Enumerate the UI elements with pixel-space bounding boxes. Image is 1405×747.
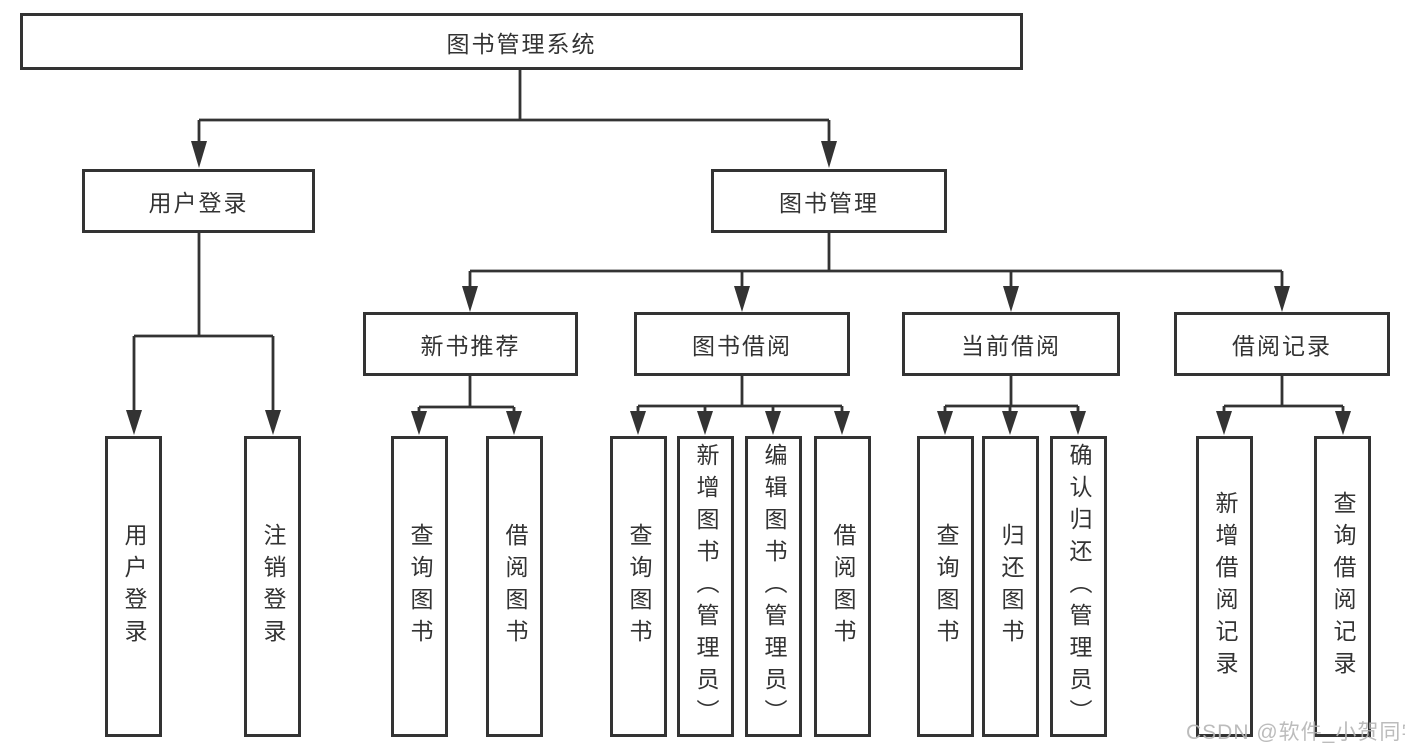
arrow-icon	[126, 410, 142, 435]
leaf-newbooks-borrow-books: 借阅图书	[486, 436, 543, 737]
node-user-login: 用户登录	[82, 169, 315, 233]
node-label: 新增借阅记录	[1212, 490, 1238, 683]
node-label: 图书借阅	[692, 333, 792, 359]
node-label: 新增图书（管理员）	[693, 442, 719, 731]
node-label: 查询图书	[407, 522, 433, 651]
arrow-icon	[1003, 286, 1019, 312]
arrow-icon	[265, 410, 281, 435]
arrow-icon	[1002, 411, 1018, 435]
node-borrow-records: 借阅记录	[1174, 312, 1390, 376]
leaf-borrow-borrow-books: 借阅图书	[814, 436, 871, 737]
arrow-icon	[697, 411, 713, 435]
node-label: 查询图书	[933, 522, 959, 651]
arrow-icon	[462, 286, 478, 312]
leaf-newbooks-query-books: 查询图书	[391, 436, 448, 737]
leaf-user-login: 用户登录	[105, 436, 162, 737]
arrow-icon	[411, 411, 427, 435]
arrow-icon	[1216, 411, 1232, 435]
arrow-icon	[821, 141, 837, 168]
arrow-icon	[834, 411, 850, 435]
arrow-icon	[506, 411, 522, 435]
node-label: 用户登录	[121, 522, 147, 651]
node-label: 注销登录	[260, 522, 286, 651]
leaf-borrow-query-books: 查询图书	[610, 436, 667, 737]
node-label: 归还图书	[998, 522, 1024, 651]
leaf-borrow-edit-books-admin: 编辑图书（管理员）	[745, 436, 802, 737]
node-book-borrow: 图书借阅	[634, 312, 850, 376]
node-book-management: 图书管理	[711, 169, 947, 233]
arrow-icon	[1070, 411, 1086, 435]
node-label: 图书管理	[779, 190, 879, 216]
arrow-icon	[191, 141, 207, 168]
arrow-icon	[630, 411, 646, 435]
node-label: 查询图书	[626, 522, 652, 651]
leaf-records-query-borrow-record: 查询借阅记录	[1314, 436, 1371, 737]
node-label: 借阅记录	[1232, 333, 1332, 359]
node-current-borrow: 当前借阅	[902, 312, 1120, 376]
leaf-current-confirm-return-admin: 确认归还（管理员）	[1050, 436, 1107, 737]
node-new-book-recommend: 新书推荐	[363, 312, 578, 376]
leaf-logout: 注销登录	[244, 436, 301, 737]
arrow-icon	[765, 411, 781, 435]
node-label: 编辑图书（管理员）	[761, 442, 787, 731]
leaf-current-return-books: 归还图书	[982, 436, 1039, 737]
arrow-icon	[1335, 411, 1351, 435]
node-label: 借阅图书	[502, 522, 528, 651]
node-label: 图书管理系统	[446, 30, 597, 57]
node-label: 当前借阅	[961, 333, 1061, 359]
node-label: 用户登录	[148, 190, 249, 216]
arrow-icon	[1274, 286, 1290, 312]
watermark: CSDN @软件_小贺同学	[1186, 721, 1405, 744]
leaf-current-query-books: 查询图书	[917, 436, 974, 737]
arrow-icon	[734, 286, 750, 312]
node-label: 新书推荐	[420, 333, 521, 359]
node-label: 查询借阅记录	[1330, 490, 1356, 683]
node-library-management-system: 图书管理系统	[20, 13, 1023, 70]
arrow-icon	[937, 411, 953, 435]
leaf-records-add-borrow-record: 新增借阅记录	[1196, 436, 1253, 737]
arrowheads	[126, 141, 1351, 435]
leaf-borrow-add-books-admin: 新增图书（管理员）	[677, 436, 734, 737]
node-label: 借阅图书	[830, 522, 856, 651]
node-label: 确认归还（管理员）	[1066, 442, 1092, 731]
connector-lines	[132, 70, 1345, 412]
